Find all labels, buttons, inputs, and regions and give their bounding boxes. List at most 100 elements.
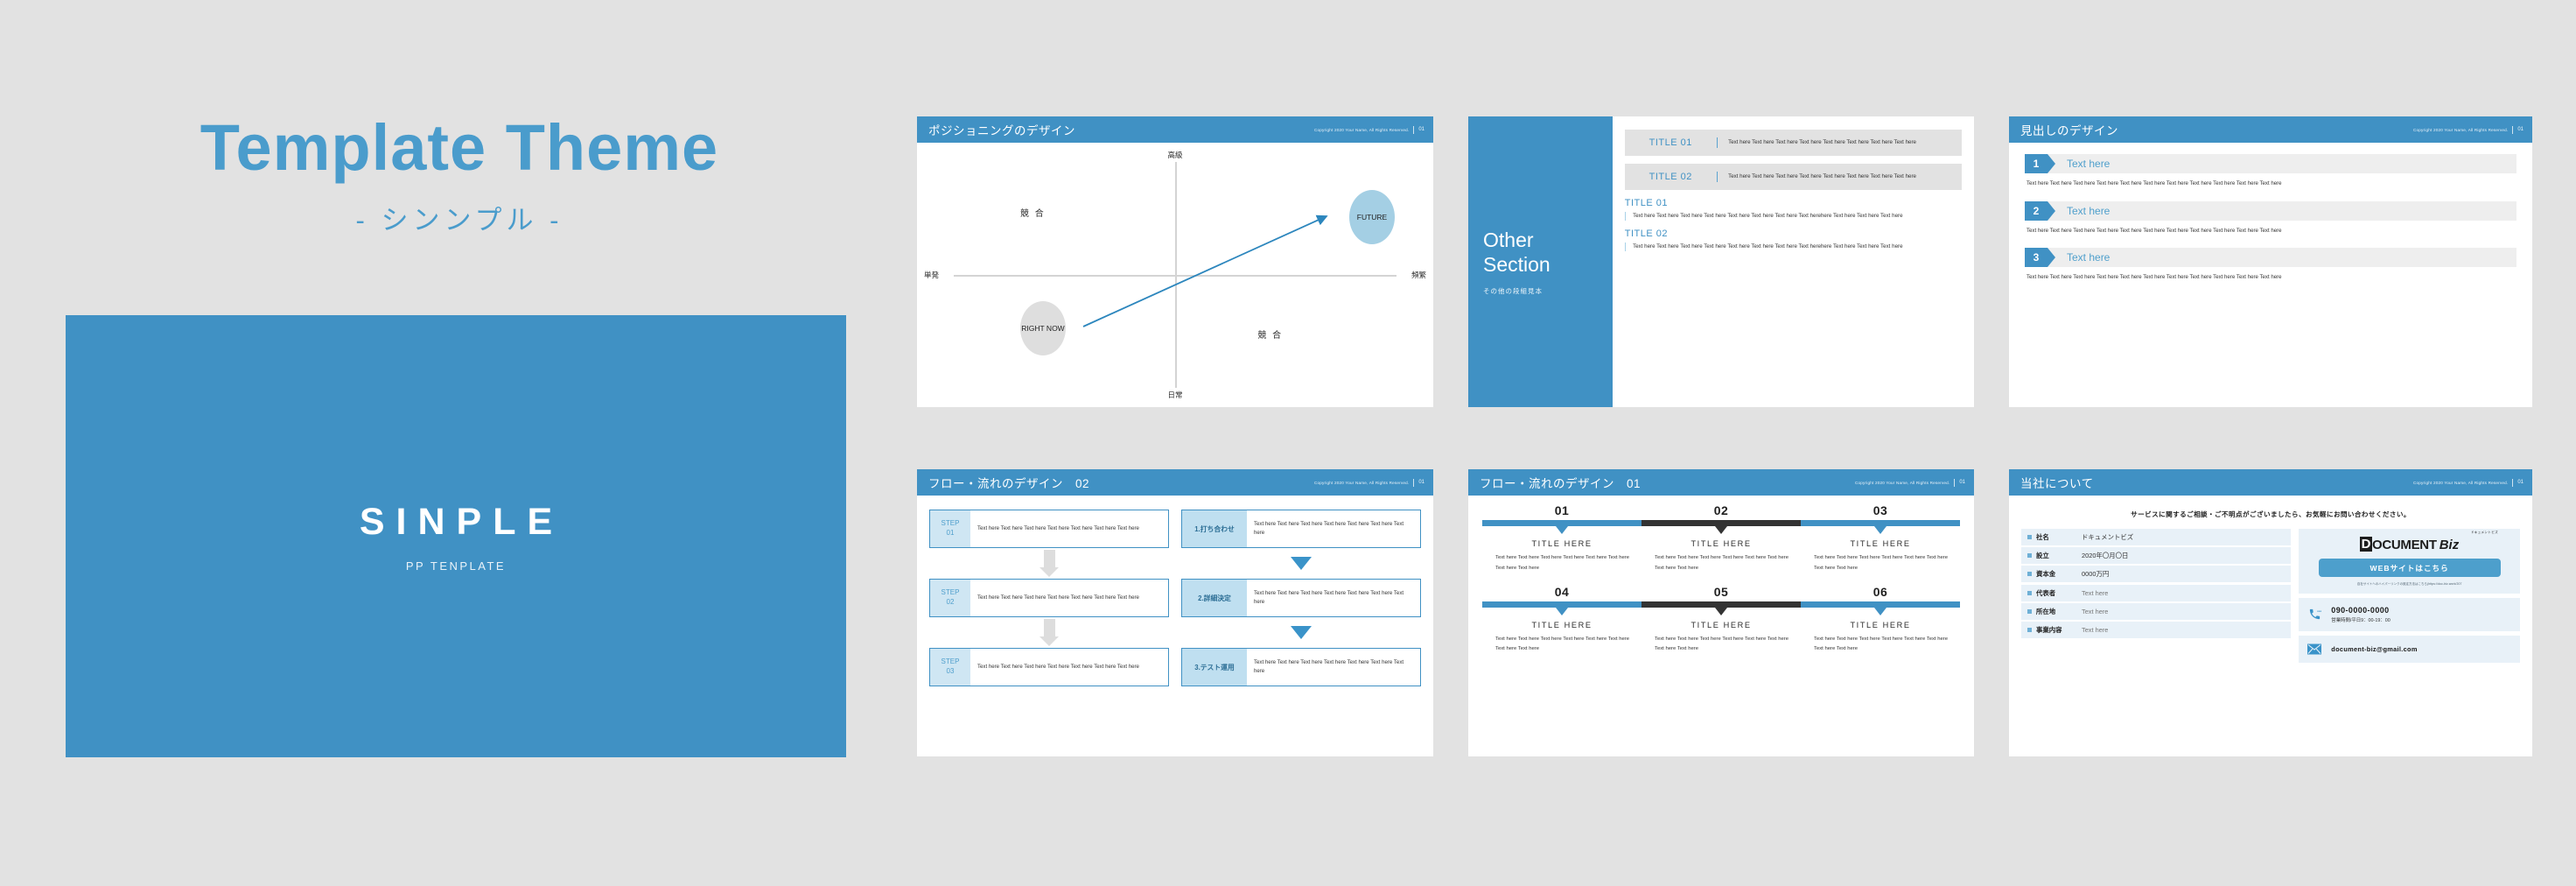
table-row: 代表者 Text here xyxy=(2021,584,2292,601)
flow-groups: 01 02 03 xyxy=(1468,496,1974,655)
list-item[interactable]: TITLE HERE Text here Text here Text here… xyxy=(1801,621,1960,656)
list-item[interactable]: 3 Text here Text here Text here Text her… xyxy=(2025,248,2516,295)
row-value: 2020年〇月〇日 xyxy=(2082,552,2129,560)
row-value: Text here xyxy=(2082,607,2109,615)
card-title: TITLE 02 xyxy=(1648,172,1692,182)
slide-positioning[interactable]: ポジショニングのデザイン Copyright 2020 Your Name, A… xyxy=(917,116,1433,407)
accent-bar xyxy=(1624,212,1627,221)
list-item: TITLE 01 Text here Text here Text here T… xyxy=(1624,198,1962,221)
row-value: ドキュメントビズ xyxy=(2082,533,2134,541)
table-row: 社名 ドキュメントビズ xyxy=(2021,529,2292,545)
list-item[interactable]: TITLE 01 Text here Text here Text here T… xyxy=(1624,130,1962,156)
copyright-text: Copyright 2020 Your Name, All Rights Res… xyxy=(2413,127,2509,132)
slide-title: フロー・流れのデザイン 02 xyxy=(928,477,1090,490)
down-triangle-icon xyxy=(1556,607,1568,615)
row-key: 所在地 xyxy=(2036,607,2056,615)
heading-number: 3 xyxy=(2025,248,2055,268)
card-text: Text here Text here Text here Text here … xyxy=(1728,173,1916,180)
section-heading: TITLE 01 xyxy=(1624,198,1668,208)
table-row: 所在地 Text here xyxy=(2021,602,2292,620)
axis-label-right: 頻繁 xyxy=(1410,271,1426,279)
brand-card: ドキュメントビズ D OCUMENT Biz WEBサイトはこちら 自社サイトへ… xyxy=(2299,529,2520,594)
heading-label: Text here xyxy=(2067,251,2110,264)
phase-text: Text here Text here Text here Text here … xyxy=(1254,658,1404,674)
slide-body: 01 02 03 xyxy=(1468,496,1974,756)
page-number: 01 xyxy=(2517,127,2524,132)
slide-body: サービスに関するご相談・ご不明点がございましたら、お気軽にお問い合わせください。… xyxy=(2009,496,2532,756)
step-numbers: 01 02 03 xyxy=(1482,503,1960,517)
list-item[interactable]: TITLE HERE Text here Text here Text here… xyxy=(1482,539,1642,574)
axis-label-left: 単発 xyxy=(924,271,940,279)
slide-flow-01[interactable]: フロー・流れのデザイン 01 Copyright 2020 Your Name,… xyxy=(1468,469,1974,756)
step-columns: TITLE HERE Text here Text here Text here… xyxy=(1482,539,1960,574)
bar-segment xyxy=(1482,601,1642,608)
phase-tag: 2.詳細決定 xyxy=(1182,580,1247,616)
step-text: Text here Text here Text here Text here … xyxy=(1495,555,1630,571)
copyright-text: Copyright 2020 Your Name, All Rights Res… xyxy=(2413,480,2509,485)
table-row: 事業内容 Text here xyxy=(2021,621,2292,638)
envelope-icon xyxy=(2306,643,2323,655)
slide-header-meta: Copyright 2020 Your Name, All Rights Res… xyxy=(2413,478,2524,487)
website-button[interactable]: WEBサイトはこちら xyxy=(2318,559,2501,577)
pointer-row xyxy=(1482,526,1960,534)
list-item[interactable]: TITLE HERE Text here Text here Text here… xyxy=(1482,621,1642,656)
step-text: Text here Text here Text here Text here … xyxy=(977,524,1139,531)
step-tag-line2: 02 xyxy=(946,598,955,606)
heading-label: Text here xyxy=(2067,158,2110,170)
down-triangle-icon xyxy=(1874,526,1886,534)
section-title-line1: Other xyxy=(1483,228,1534,251)
flow-columns: STEP 01 Text here Text here Text here Te… xyxy=(917,496,1433,686)
step-number: 06 xyxy=(1872,584,1888,599)
list-item[interactable]: TITLE HERE Text here Text here Text here… xyxy=(1642,539,1801,574)
pointer-cell xyxy=(1801,526,1960,534)
slide-other-section[interactable]: Other Section その他の段組見本 TITLE 01 Text her… xyxy=(1468,116,1974,407)
page-number: 01 xyxy=(2517,480,2524,485)
step-text: Text here Text here Text here Text here … xyxy=(1655,636,1789,652)
list-item[interactable]: TITLE HERE Text here Text here Text here… xyxy=(1801,539,1960,574)
slide-headings[interactable]: 見出しのデザイン Copyright 2020 Your Name, All R… xyxy=(2009,116,2532,407)
list-item[interactable]: 2 Text here Text here Text here Text her… xyxy=(2025,200,2516,249)
list-item[interactable]: TITLE HERE Text here Text here Text here… xyxy=(1642,621,1801,656)
pointer-cell xyxy=(1482,526,1642,534)
copyright-text: Copyright 2020 Your Name, All Rights Res… xyxy=(1314,480,1410,485)
arrow-stem xyxy=(1043,550,1055,567)
row-value: 0000万円 xyxy=(2082,570,2110,579)
list-item[interactable]: TITLE 02 Text here Text here Text here T… xyxy=(1624,164,1962,190)
slide-title: フロー・流れのデザイン 01 xyxy=(1480,477,1642,490)
step-numbers: 04 05 06 xyxy=(1482,585,1960,599)
slide-flow-02[interactable]: フロー・流れのデザイン 02 Copyright 2020 Your Name,… xyxy=(917,469,1433,756)
positioning-matrix: 高級 日常 単発 頻繁 競 合 競 合 FUTURE RIGHT NOW xyxy=(917,143,1433,407)
step-title: TITLE HERE xyxy=(1531,620,1592,629)
table-row: 資本金 0000万円 xyxy=(2021,566,2292,583)
list-item[interactable]: STEP 01 Text here Text here Text here Te… xyxy=(929,510,1169,548)
bar-segment-active xyxy=(1642,520,1801,526)
heading-row: 3 Text here xyxy=(2025,248,2516,268)
list-item[interactable]: STEP 02 Text here Text here Text here Te… xyxy=(929,579,1169,617)
down-arrow-icon xyxy=(929,548,1169,579)
pointer-cell xyxy=(1642,607,1801,615)
section-text: Text here Text here Text here Text here … xyxy=(1633,243,1903,250)
website-note: 自社サイトへのハイパーリンクの設定方法はこちら(https://doc-biz.… xyxy=(2356,582,2462,586)
list-item[interactable]: 1 Text here Text here Text here Text her… xyxy=(2025,154,2516,201)
slide-title: ポジショニングのデザイン xyxy=(928,124,1075,137)
step-title: TITLE HERE xyxy=(1531,539,1592,548)
list-item[interactable]: 2.詳細決定 Text here Text here Text here Tex… xyxy=(1181,579,1421,617)
row-key: 事業内容 xyxy=(2036,625,2062,634)
bullet-square-icon xyxy=(2027,553,2032,559)
step-number: 03 xyxy=(1872,503,1888,517)
list-item[interactable]: 1.打ち合わせ Text here Text here Text here Te… xyxy=(1181,510,1421,548)
arrow-shape xyxy=(1040,550,1059,577)
list-item[interactable]: STEP 03 Text here Text here Text here Te… xyxy=(929,648,1169,686)
slide-about-company[interactable]: 当社について Copyright 2020 Your Name, All Rig… xyxy=(2009,469,2532,756)
triangle-shape xyxy=(1291,557,1312,570)
page-subtitle: - シンンプル - xyxy=(355,204,564,236)
card-text: Text here Text here Text here Text here … xyxy=(1728,139,1916,146)
list-item[interactable]: 3.テスト運用 Text here Text here Text here Te… xyxy=(1181,648,1421,686)
email-address: document-biz@gmail.com xyxy=(2331,644,2418,653)
slide-header: フロー・流れのデザイン 02 Copyright 2020 Your Name,… xyxy=(917,469,1433,496)
section-subtitle: その他の段組見本 xyxy=(1483,287,1543,296)
heading-row: 2 Text here xyxy=(2025,200,2516,221)
trend-arrow-icon xyxy=(1082,214,1328,327)
heading-number: 2 xyxy=(2025,200,2055,221)
